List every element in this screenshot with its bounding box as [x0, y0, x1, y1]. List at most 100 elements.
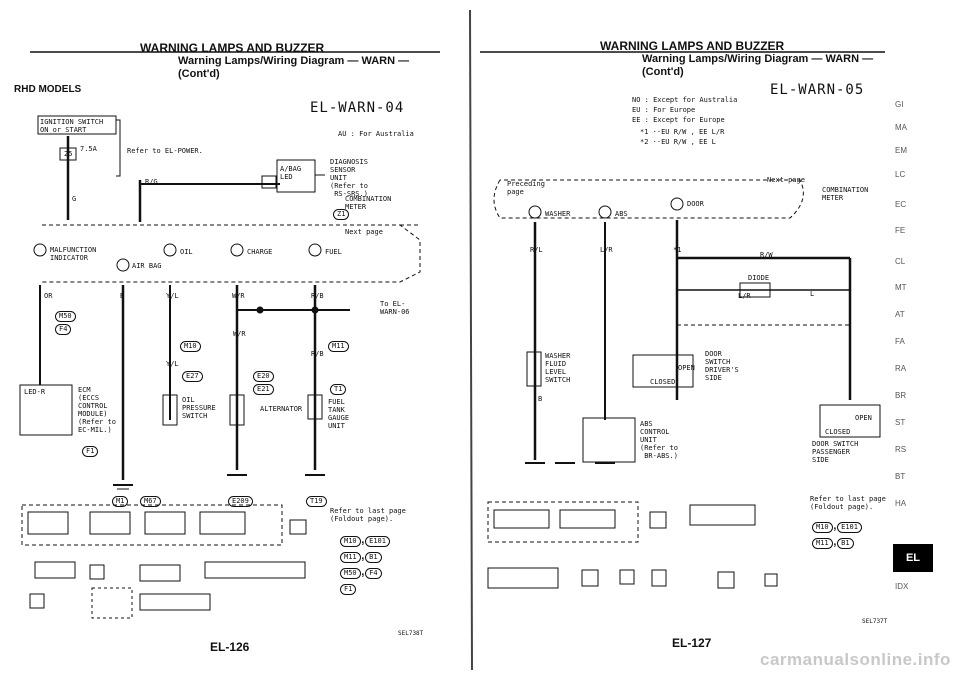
combination-meter-left: COMBINATION METER — [345, 195, 392, 211]
left-page-subtitle-1: Warning Lamps/Wiring Diagram — WARN — — [178, 55, 410, 67]
note-australia-text: For Australia — [359, 130, 414, 138]
ref-code-f1-left: F1 — [340, 578, 357, 596]
page-number-right: EL-127 — [672, 636, 712, 650]
wire-color-yl: Y/L — [166, 292, 179, 300]
wire-color-rw: R/W — [760, 251, 773, 259]
note-1: NO : Except for Australia — [632, 96, 738, 104]
combination-meter-right: COMBINATION METER — [822, 186, 869, 202]
code-small-right: SEL737T — [862, 618, 888, 625]
led-r-label: LED-R — [24, 388, 46, 396]
connector-z1: Z1 — [333, 203, 350, 221]
side-tab-at[interactable]: AT — [895, 310, 905, 319]
model-label: RHD MODELS — [14, 84, 82, 95]
watermark: carmanualsonline.info — [760, 650, 951, 669]
connector-m10: M10 — [180, 335, 201, 353]
wire-color-rl: R/L — [530, 246, 543, 254]
wire-color-l: L — [810, 290, 815, 298]
side-tab-fa[interactable]: FA — [895, 337, 905, 346]
side-tab-el-active[interactable]: EL — [893, 544, 933, 572]
door-switch-driver: DOOR SWITCH DRIVER'S SIDE — [705, 350, 739, 382]
side-tab-ra[interactable]: RA — [895, 364, 907, 373]
right-page-header: WARNING LAMPS AND BUZZER — [600, 39, 785, 53]
fuse-rating: 7.5A — [80, 145, 97, 153]
wire-color-wr-2: W/R — [233, 330, 246, 338]
side-tab-fe[interactable]: FE — [895, 226, 906, 235]
refer-power: Refer to EL-POWER. — [127, 147, 203, 155]
side-tab-cl[interactable]: CL — [895, 257, 906, 266]
connector-m1: M1 — [112, 490, 129, 508]
connector-t1: T1 — [330, 378, 347, 396]
door-switch-open: OPEN — [678, 364, 695, 372]
diagram-code-right: EL-WARN-05 — [770, 82, 865, 98]
side-tab-gi[interactable]: GI — [895, 100, 904, 109]
wire-color-b: B — [120, 292, 125, 300]
diagram-code-left: EL-WARN-04 — [310, 100, 405, 116]
connector-m50: M50 — [55, 305, 76, 323]
wire-color-g: G — [72, 195, 77, 203]
left-page-subtitle-2: (Cont'd) — [178, 68, 220, 80]
oil-lamp-label: OIL — [180, 248, 193, 256]
oil-pressure-switch: OIL PRESSURE SWITCH — [182, 396, 216, 420]
wire-color-b-right: B — [538, 395, 543, 403]
ecm-label: ECM (ECCS CONTROL MODULE) (Refer to EC-M… — [78, 386, 116, 434]
airbag-led: A/BAG LED — [280, 165, 302, 181]
connector-m67: M67 — [140, 490, 161, 508]
pass-switch-open: OPEN — [855, 414, 872, 422]
door-switch-closed: CLOSED — [650, 378, 676, 386]
right-page-subtitle-2: (Cont'd) — [642, 66, 684, 78]
diagnosis-sensor-unit: DIAGNOSIS SENSOR UNIT (Refer to RS-SRS.) — [330, 158, 368, 198]
side-tab-ma[interactable]: MA — [895, 123, 907, 132]
door-lamp-label: DOOR — [687, 200, 704, 208]
connector-f1: F1 — [82, 440, 99, 458]
connector-t19: T19 — [306, 490, 327, 508]
side-tab-br[interactable]: BR — [895, 391, 907, 400]
note-4: *1 ··EU R/W , EE L/R — [640, 128, 725, 136]
washer-fluid-switch: WASHER FLUID LEVEL SWITCH — [545, 352, 571, 384]
next-page-left: Next page — [345, 228, 383, 236]
ref-code-m11-left: M11,B1 — [340, 546, 382, 564]
wire-color-yl-2: Y/L — [166, 360, 179, 368]
fuel-lamp-label: FUEL — [325, 248, 342, 256]
side-tab-ha[interactable]: HA — [895, 499, 907, 508]
side-tab-idx[interactable]: IDX — [895, 582, 909, 591]
wire-color-star1: *1 — [673, 246, 682, 254]
connector-e20: E20 — [253, 365, 274, 383]
to-el-warn-06: To EL- WARN-06 — [380, 300, 410, 316]
fuel-tank-gauge: FUEL TANK GAUGE UNIT — [328, 398, 350, 430]
wire-color-rb-2: R/B — [311, 350, 324, 358]
ref-code-m50-left: M50,F4 — [340, 562, 382, 580]
malfunction-indicator-label: MALFUNCTION INDICATOR — [50, 246, 97, 262]
connector-f4: F4 — [55, 318, 72, 336]
wire-color-lr: L/R — [600, 246, 613, 254]
preceding-page: Preceding page — [507, 180, 545, 196]
side-tab-rs[interactable]: RS — [895, 445, 907, 454]
alternator-label: ALTERNATOR — [260, 405, 303, 413]
connector-e27: E27 — [182, 365, 203, 383]
refer-last-page-right: Refer to last page (Foldout page). — [810, 495, 886, 511]
right-page-subtitle-1: Warning Lamps/Wiring Diagram — WARN — — [642, 53, 874, 65]
ignition-switch-box: IGNITION SWITCH ON or START — [40, 118, 104, 134]
ref-code-m10-left: M10,E101 — [340, 530, 390, 548]
side-tab-em[interactable]: EM — [895, 146, 907, 155]
side-tab-lc[interactable]: LC — [895, 170, 906, 179]
airbag-lamp-label: AIR BAG — [132, 262, 162, 270]
wire-color-rg: R/G — [145, 178, 158, 186]
wire-color-rb: R/B — [311, 292, 324, 300]
connector-e209: E209 — [228, 490, 253, 508]
ref-code-m10-right: M10,E101 — [812, 516, 862, 534]
side-tab-bt[interactable]: BT — [895, 472, 906, 481]
wire-color-or: OR — [44, 292, 53, 300]
side-tab-st[interactable]: ST — [895, 418, 906, 427]
side-tab-mt[interactable]: MT — [895, 283, 907, 292]
note-3: EE : Except for Europe — [632, 116, 725, 124]
abs-lamp-label: ABS — [615, 210, 628, 218]
side-tab-ec[interactable]: EC — [895, 200, 907, 209]
charge-lamp-label: CHARGE — [247, 248, 273, 256]
note-5: *2 ··EU R/W , EE L — [640, 138, 716, 146]
left-page-header: WARNING LAMPS AND BUZZER — [140, 41, 325, 55]
diode-label: DIODE — [748, 274, 770, 282]
washer-lamp-label: WASHER — [545, 210, 571, 218]
connector-e21: E21 — [253, 378, 274, 396]
